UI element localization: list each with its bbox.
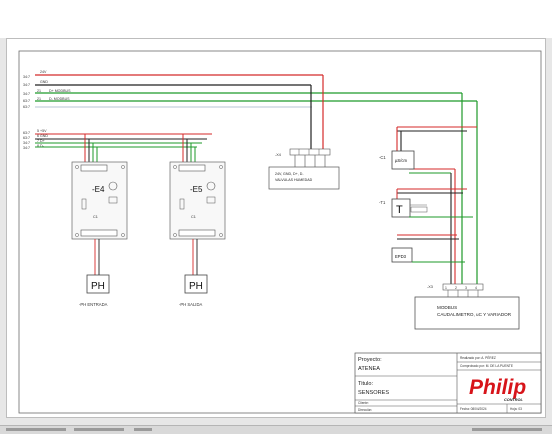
x3-ref: -X3 bbox=[427, 285, 433, 289]
rail-ref-3: 34:7 bbox=[23, 92, 30, 96]
cliente-label: Cliente: bbox=[358, 401, 369, 405]
fecha: Fecha: 08/04/2024 bbox=[460, 407, 487, 411]
c1-sensor bbox=[391, 150, 415, 170]
rail-name-4: D- MODBUS bbox=[49, 97, 70, 101]
group2-name-3: 7 D+ bbox=[37, 139, 45, 143]
t1-sensor bbox=[391, 198, 411, 218]
group2-ref-4: 34:7 bbox=[23, 146, 30, 150]
x4-desc-line2: VALVULAS HUMEDAD bbox=[275, 178, 313, 182]
x4-ref: -X4 bbox=[275, 153, 281, 157]
group2-ref-1: 63:7 bbox=[23, 131, 30, 135]
comprobado: Comprobado por: M. DE LA PUENTE bbox=[460, 364, 513, 368]
group2-name-4: 8 D- bbox=[37, 144, 45, 148]
probe-ph-salida bbox=[184, 274, 208, 294]
module-e5: -E5 C1 bbox=[169, 161, 226, 240]
probe-ph-salida-caption: -PH SALIDA bbox=[179, 302, 202, 307]
module-e4-label: -E4 bbox=[92, 185, 105, 194]
t1-box: T bbox=[396, 204, 403, 216]
module-e5-sub: C1 bbox=[191, 215, 196, 219]
t1-ref: -T1 bbox=[379, 200, 386, 205]
epd3-device bbox=[391, 247, 413, 263]
x3-num-4: 4 bbox=[475, 286, 477, 290]
modbus-title: MODBUS bbox=[437, 305, 457, 310]
rail-ref-1: 34:7 bbox=[23, 75, 30, 79]
rail-ref-4: 63:7 bbox=[23, 99, 30, 103]
philip-logo: Philip bbox=[469, 376, 526, 399]
title-block: Proyecto: ATENEA Titulo: SENSORES Client… bbox=[354, 352, 542, 414]
rail-name-2: GND bbox=[40, 80, 48, 84]
x4-desc-line1: 24V, GND, D+, D- bbox=[275, 172, 304, 176]
probe-ph-salida-label: PH bbox=[189, 281, 203, 292]
group2-ref-3: 34:7 bbox=[23, 141, 30, 145]
rail-num-4: 21 bbox=[37, 97, 41, 101]
module-e4-sub: C1 bbox=[93, 215, 98, 219]
rail-num-3: 21 bbox=[37, 89, 41, 93]
group2-ref-2: 63:7 bbox=[23, 136, 30, 140]
c1-ref: -C1 bbox=[379, 155, 386, 160]
rail-ref-5: 63:7 bbox=[23, 105, 30, 109]
module-e5-label: -E5 bbox=[190, 185, 203, 194]
modbus-box bbox=[414, 296, 520, 330]
hoja: Hoja: 03 bbox=[510, 407, 522, 411]
titulo-value: SENSORES bbox=[358, 390, 389, 396]
frame-border bbox=[18, 50, 542, 414]
module-e4: -E4 C1 bbox=[71, 161, 128, 240]
rail-name-1: 24V bbox=[40, 70, 47, 74]
philip-logo-sub: CONTROL bbox=[504, 398, 523, 402]
group2-name-2: 6 GND bbox=[37, 134, 48, 138]
viewer-status-bar bbox=[0, 425, 552, 434]
epd3-box: EPD3 bbox=[395, 254, 407, 259]
probe-ph-entrada-caption: -PH ENTRADA bbox=[79, 302, 108, 307]
rail-ref-2: 34:7 bbox=[23, 83, 30, 87]
probe-ph-entrada bbox=[86, 274, 110, 294]
x3-num-2: 2 bbox=[455, 286, 457, 290]
group2-name-1: 5 +5V bbox=[37, 129, 47, 133]
proyecto-value: ATENEA bbox=[358, 366, 380, 372]
x3-num-1: 1 bbox=[445, 286, 447, 290]
direccion-label: Dirección: bbox=[358, 408, 372, 412]
modbus-desc: CAUDALIMETRO, uC Y VARIADOR bbox=[437, 312, 512, 317]
schematic-sheet[interactable]: 34:7 34:7 34:7 63:7 63:7 24V GND 21 D+ M… bbox=[6, 38, 546, 418]
c1-box: µS/cm bbox=[395, 158, 407, 163]
probe-ph-entrada-label: PH bbox=[91, 281, 105, 292]
realizado: Realizado por: A. PÉREZ bbox=[460, 355, 496, 360]
proyecto-label: Proyecto: bbox=[358, 357, 382, 363]
x3-num-3: 3 bbox=[465, 286, 467, 290]
schematic-drawing: 34:7 34:7 34:7 63:7 63:7 24V GND 21 D+ M… bbox=[18, 50, 542, 414]
top-strip bbox=[0, 0, 552, 32]
rail-name-3: D+ MODBUS bbox=[49, 89, 71, 93]
titulo-label: Titulo: bbox=[358, 381, 373, 387]
x4-valves-box bbox=[268, 166, 340, 190]
